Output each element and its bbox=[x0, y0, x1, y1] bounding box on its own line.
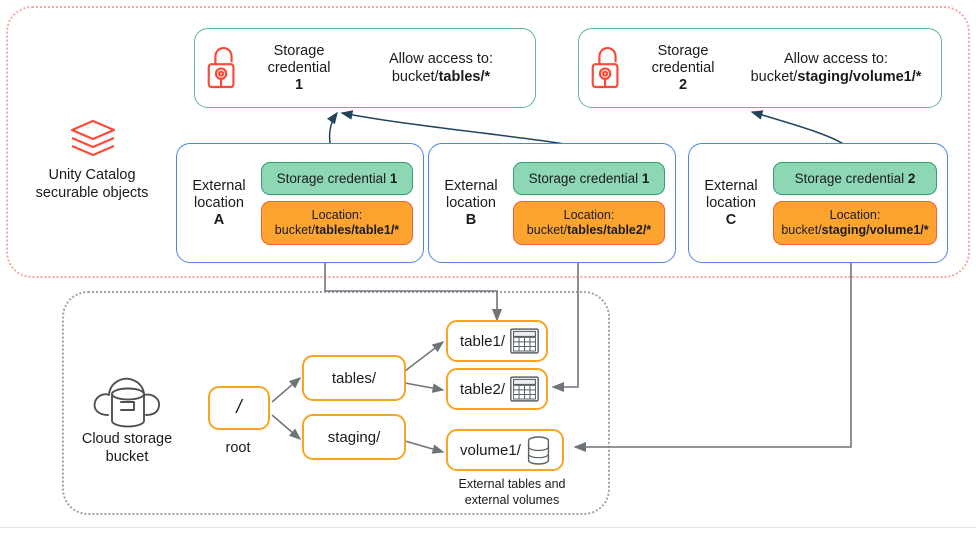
tree-node-root-caption: root bbox=[225, 440, 251, 456]
ext-c-location-label: Location: bbox=[829, 207, 881, 222]
ext-b-location-label: Location: bbox=[563, 207, 615, 222]
unity-catalog-caption-line2: securable objects bbox=[35, 185, 149, 201]
ext-c-letter: C bbox=[725, 211, 737, 228]
ext-c-credential-prefix: Storage credential bbox=[794, 170, 908, 186]
databricks-logo-icon bbox=[68, 118, 118, 160]
ext-c-label-line2: location bbox=[706, 194, 756, 211]
tree-node-staging[interactable]: staging/ bbox=[302, 414, 406, 460]
ext-b-credential-pill[interactable]: Storage credential 1 bbox=[513, 161, 665, 195]
credential-2-allow-prefix: bucket/ bbox=[750, 69, 798, 85]
ext-a-credential-pill[interactable]: Storage credential 1 bbox=[261, 161, 413, 195]
external-location-b-label: External location B bbox=[429, 178, 513, 229]
volume-disk-icon bbox=[525, 435, 552, 466]
tree-node-table2[interactable]: table2/ bbox=[446, 368, 548, 410]
storage-credential-1-allow: Allow access to: bucket/tables/* bbox=[347, 50, 535, 86]
ext-a-credential-number: 1 bbox=[389, 170, 398, 186]
credential-1-number: 1 bbox=[294, 76, 304, 93]
ext-c-location-prefix: bucket/ bbox=[781, 222, 822, 237]
ext-c-credential-pill[interactable]: Storage credential 2 bbox=[773, 161, 937, 195]
credential-1-allow-bold: tables/* bbox=[438, 69, 491, 85]
ext-a-location-pill[interactable]: Location: bucket/tables/table1/* bbox=[261, 200, 413, 245]
ext-c-credential-number: 2 bbox=[907, 170, 916, 186]
cloud-storage-caption-line2: bucket bbox=[105, 449, 149, 465]
ext-a-location-bold: tables/table1/* bbox=[315, 222, 400, 237]
tree-node-tables[interactable]: tables/ bbox=[302, 355, 406, 401]
storage-credential-2-title: Storage credential 2 bbox=[635, 43, 731, 94]
unity-catalog-caption: Unity Catalog securable objects bbox=[12, 166, 172, 202]
ext-b-location-pill[interactable]: Location: bucket/tables/table2/* bbox=[513, 200, 665, 245]
ext-b-credential-number: 1 bbox=[641, 170, 650, 186]
ext-b-location-prefix: bucket/ bbox=[526, 222, 568, 237]
cloud-storage-caption: Cloud storage bucket bbox=[52, 430, 202, 466]
ext-a-label-line2: location bbox=[194, 194, 244, 211]
credential-1-title-line2: credential bbox=[267, 59, 331, 76]
credential-2-allow-bold: staging/volume1/* bbox=[797, 69, 922, 85]
external-location-card-b[interactable]: External location B Storage credential 1… bbox=[428, 143, 676, 263]
tree-node-table1[interactable]: table1/ bbox=[446, 320, 548, 362]
credential-2-allow-label: Allow access to: bbox=[784, 51, 888, 67]
bottom-divider bbox=[0, 527, 976, 528]
tree-node-root[interactable]: / bbox=[208, 386, 270, 430]
storage-credential-2-allow: Allow access to: bucket/staging/volume1/… bbox=[731, 50, 941, 86]
ext-c-location-pill[interactable]: Location: bucket/staging/volume1/* bbox=[773, 200, 937, 245]
external-location-card-c[interactable]: External location C Storage credential 2… bbox=[688, 143, 948, 263]
external-location-card-a[interactable]: External location A Storage credential 1… bbox=[176, 143, 424, 263]
credential-2-title-line2: credential bbox=[651, 59, 715, 76]
ext-b-letter: B bbox=[465, 211, 477, 228]
cloud-storage-caption-line1: Cloud storage bbox=[81, 431, 173, 447]
external-location-a-label: External location A bbox=[177, 178, 261, 229]
ext-a-location-label: Location: bbox=[311, 207, 363, 222]
tree-node-volume1[interactable]: volume1/ bbox=[446, 429, 564, 471]
tree-caption-line1: External tables and bbox=[458, 477, 566, 491]
credential-2-number: 2 bbox=[678, 76, 688, 93]
credential-1-allow-label: Allow access to: bbox=[389, 51, 493, 67]
ext-a-credential-prefix: Storage credential bbox=[276, 170, 390, 186]
ext-b-label-line1: External bbox=[444, 177, 498, 194]
open-padlock-icon bbox=[579, 45, 635, 91]
ext-b-credential-prefix: Storage credential bbox=[528, 170, 642, 186]
tree-node-table1-label: table1/ bbox=[460, 332, 506, 350]
ext-a-letter: A bbox=[213, 211, 225, 228]
cloud-storage-icon bbox=[88, 368, 170, 430]
unity-catalog-caption-line1: Unity Catalog bbox=[48, 167, 136, 183]
tree-node-volume1-label: volume1/ bbox=[460, 441, 521, 459]
credential-2-title-line1: Storage bbox=[657, 42, 709, 59]
credential-1-title-line1: Storage bbox=[273, 42, 325, 59]
credential-1-allow-prefix: bucket/ bbox=[391, 69, 439, 85]
storage-credential-1-title: Storage credential 1 bbox=[251, 43, 347, 94]
ext-b-label-line2: location bbox=[446, 194, 496, 211]
storage-credential-card-1[interactable]: Storage credential 1 Allow access to: bu… bbox=[194, 28, 536, 108]
storage-credential-card-2[interactable]: Storage credential 2 Allow access to: bu… bbox=[578, 28, 942, 108]
external-location-c-label: External location C bbox=[689, 178, 773, 229]
table-grid-icon bbox=[509, 327, 540, 355]
tree-caption: External tables and external volumes bbox=[412, 476, 612, 508]
ext-b-location-bold: tables/table2/* bbox=[567, 222, 652, 237]
tree-node-table2-label: table2/ bbox=[460, 380, 506, 398]
ext-a-label-line1: External bbox=[192, 177, 246, 194]
ext-c-label-line1: External bbox=[704, 177, 758, 194]
table-grid-icon bbox=[509, 375, 540, 403]
tree-caption-line2: external volumes bbox=[464, 493, 560, 507]
ext-a-location-prefix: bucket/ bbox=[274, 222, 316, 237]
open-padlock-icon bbox=[195, 45, 251, 91]
ext-c-location-bold: staging/volume1/* bbox=[821, 222, 929, 237]
